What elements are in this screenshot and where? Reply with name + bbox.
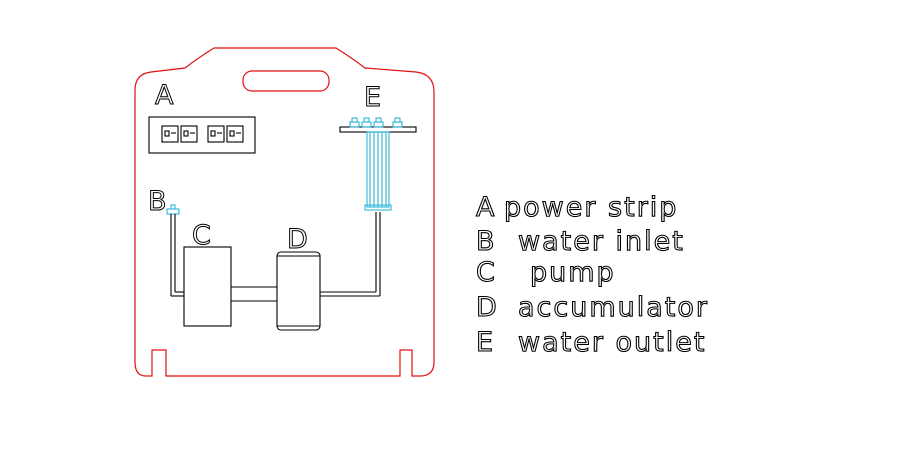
legend-letter-e: E xyxy=(476,327,495,358)
pump-body xyxy=(183,246,232,327)
water-inlet xyxy=(166,204,184,297)
legend-text-c: pump xyxy=(530,257,616,288)
outlet-manifold-bar xyxy=(339,126,417,133)
outlet-1 xyxy=(161,125,179,143)
legend: A power strip B water inlet C pump D acc… xyxy=(475,191,709,358)
legend-text-d: accumulator xyxy=(518,292,709,323)
outlet-3 xyxy=(207,125,225,143)
power-strip xyxy=(148,116,256,154)
panel-outline xyxy=(134,47,435,377)
label-d: D xyxy=(287,224,308,255)
power-strip-body xyxy=(148,116,256,154)
accumulator xyxy=(276,251,321,331)
outlet-valves xyxy=(349,117,403,128)
legend-text-b: water inlet xyxy=(518,226,685,257)
water-outlet xyxy=(339,117,417,211)
inlet-fitting xyxy=(166,208,180,215)
accumulator-body xyxy=(276,251,321,331)
label-b: B xyxy=(148,186,167,217)
outlet-2 xyxy=(180,125,198,143)
label-c: C xyxy=(192,220,211,251)
outlet-4 xyxy=(226,125,244,143)
legend-letter-a: A xyxy=(476,192,496,223)
legend-letter-d: D xyxy=(476,292,499,323)
outlet-tubes xyxy=(364,131,392,211)
label-a: A xyxy=(155,80,174,111)
label-e: E xyxy=(364,82,381,113)
legend-letter-b: B xyxy=(476,226,497,257)
legend-text-a: power strip xyxy=(504,192,678,223)
panel-handle-slot xyxy=(242,70,330,92)
legend-letter-c: C xyxy=(476,257,497,288)
legend-text-e: water outlet xyxy=(518,327,706,358)
